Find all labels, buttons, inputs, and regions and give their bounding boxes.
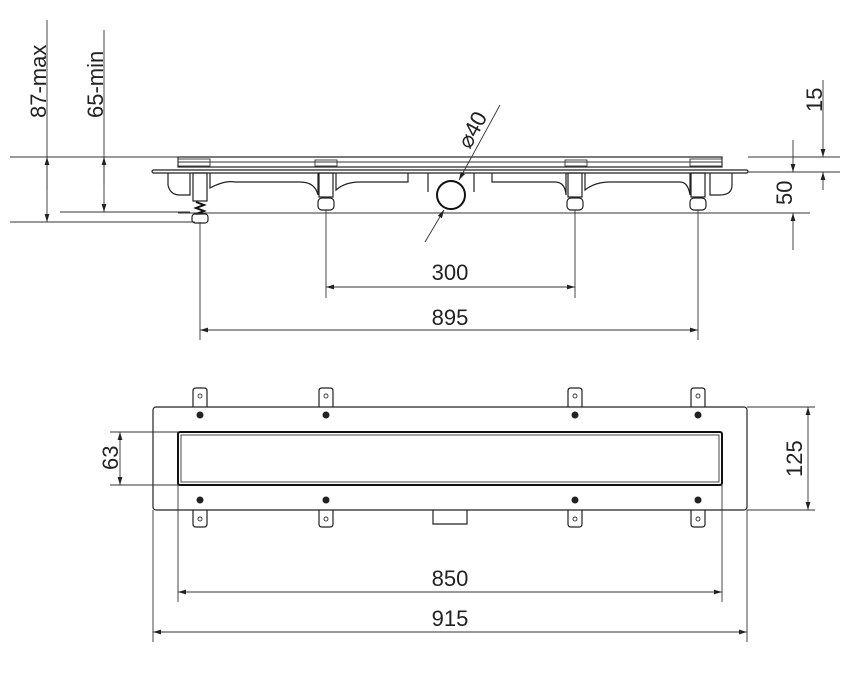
dim-height-min: 65-min [83, 51, 108, 118]
mounting-brackets [192, 387, 706, 528]
drain-body-side [151, 156, 749, 214]
outlet-stub [432, 510, 468, 525]
dim-body-height: 50 [772, 181, 797, 205]
plan-view: 63 125 850 915 [98, 387, 815, 642]
dim-overall-leg-span: 895 [432, 305, 469, 330]
dim-body-width: 125 [782, 440, 807, 477]
adjustable-feet [191, 172, 707, 224]
dim-grate-width: 63 [98, 446, 123, 470]
dim-overall-length: 915 [432, 606, 469, 631]
dim-leg-spacing: 300 [432, 260, 469, 285]
dim-top-offset: 15 [802, 88, 827, 112]
dim-pipe-diameter: ⌀40 [452, 107, 492, 152]
drain-body-outline [152, 406, 748, 511]
dim-grate-length: 850 [432, 566, 469, 591]
grate [177, 431, 723, 486]
dim-height-max: 87-max [26, 45, 51, 118]
outlet-pipe [436, 180, 466, 210]
side-view: 87-max 65-min 15 50 ⌀40 300 895 [10, 20, 840, 340]
